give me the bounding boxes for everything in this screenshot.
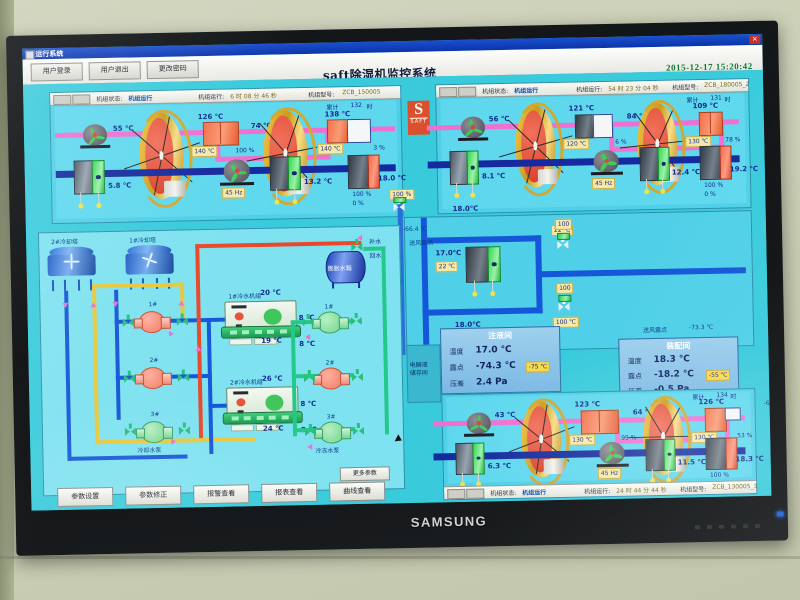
bezel-reflection bbox=[6, 20, 789, 556]
monitor-brand-logo: SAMSUNG bbox=[410, 513, 488, 530]
samsung-monitor: 运行系统 × 用户登录 用户退出 更改密码 saft除湿机监控系统 2015-1… bbox=[6, 20, 789, 556]
wall-seam bbox=[0, 556, 800, 559]
power-led-icon bbox=[776, 511, 784, 517]
